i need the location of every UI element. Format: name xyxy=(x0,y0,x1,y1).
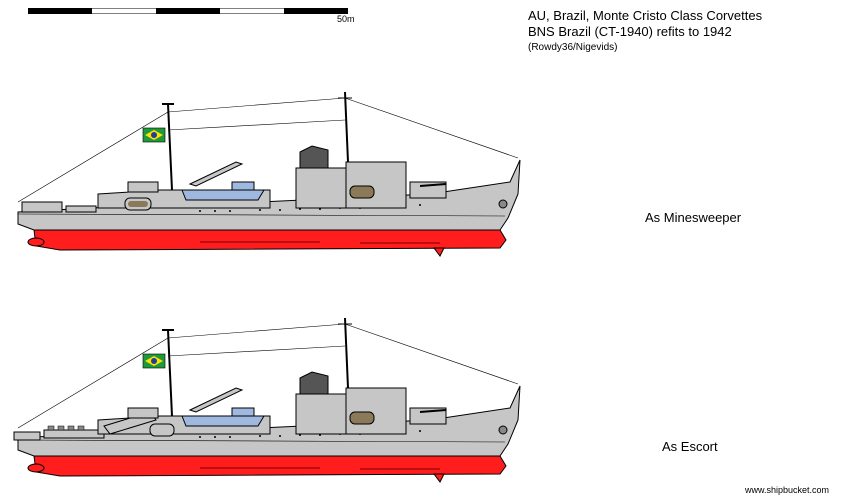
brazil-flag xyxy=(142,353,166,369)
variant-label-escort: As Escort xyxy=(662,439,718,454)
rigging xyxy=(17,97,519,203)
rigging xyxy=(17,323,519,429)
ship-drawing-escort xyxy=(0,316,530,486)
title-block: AU, Brazil, Monte Cristo Class Corvettes… xyxy=(528,8,762,56)
masts xyxy=(167,91,349,191)
hull-underwater xyxy=(33,455,507,477)
credit-line: (Rowdy36/Nigevids) xyxy=(528,42,618,53)
title-line-1: AU, Brazil, Monte Cristo Class Corvettes xyxy=(528,8,763,23)
title-line-2: BNS Brazil (CT-1940) refits to 1942 xyxy=(528,24,732,39)
variant-label-minesweeper: As Minesweeper xyxy=(645,210,742,225)
masts xyxy=(167,317,349,417)
ships-boat xyxy=(181,189,265,201)
hull-underwater xyxy=(33,229,507,251)
scale-bar xyxy=(28,8,348,14)
scale-label: 50m xyxy=(337,14,355,24)
brazil-flag xyxy=(142,127,166,143)
footer-site: www.shipbucket.com xyxy=(744,485,829,495)
ship-drawing-minesweeper xyxy=(0,90,530,260)
ships-boat xyxy=(181,415,265,427)
